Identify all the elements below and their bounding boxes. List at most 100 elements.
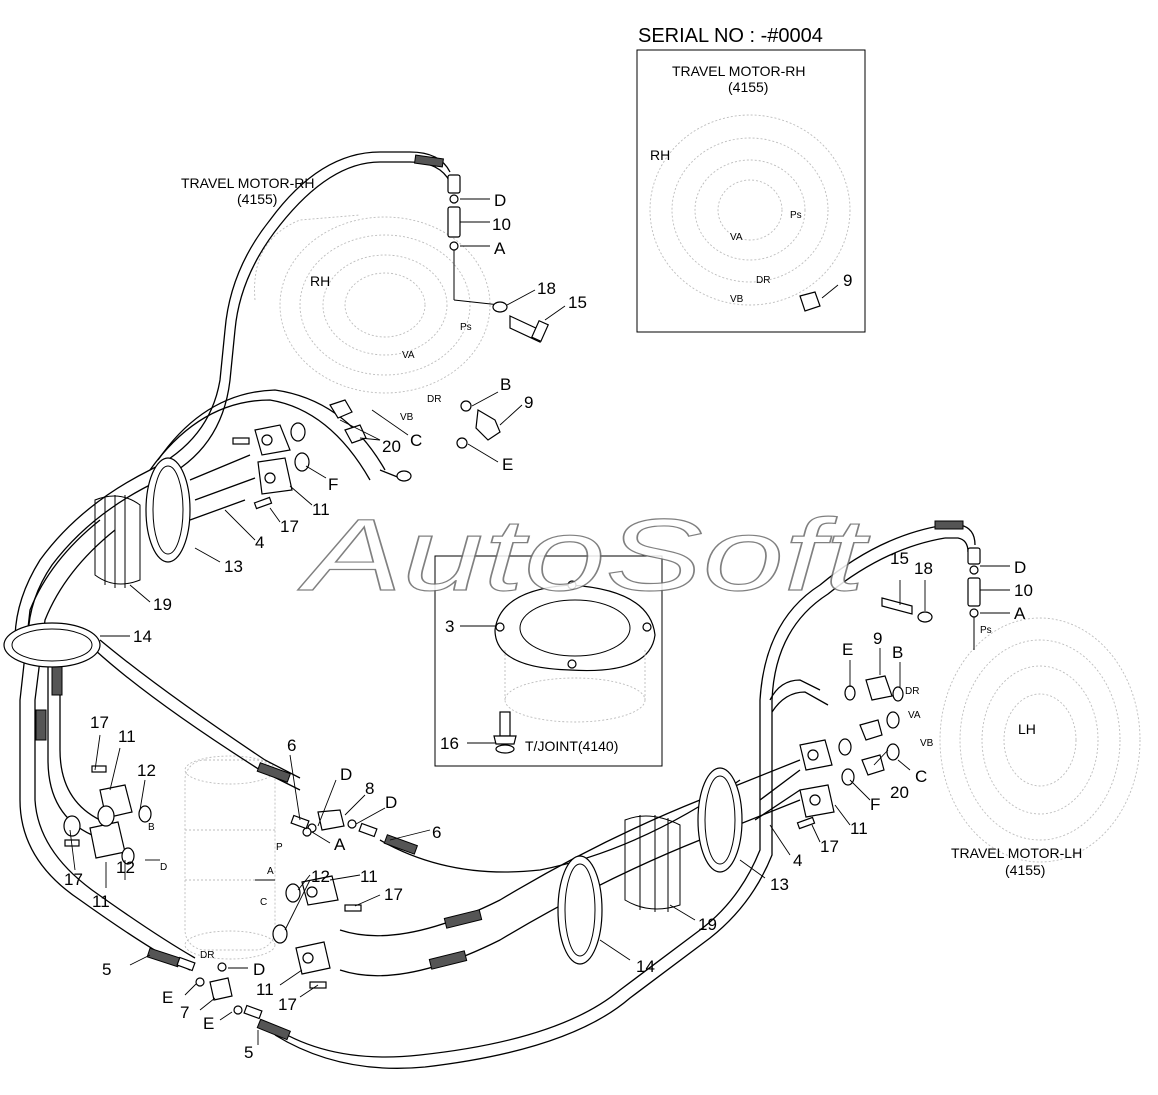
- callout-d: D: [494, 191, 506, 210]
- lh-motor-code: (4155): [1005, 862, 1045, 878]
- callout-17: 17: [280, 517, 299, 536]
- callout-4: 4: [793, 851, 802, 870]
- tjoint-port-b: B: [148, 822, 155, 833]
- callout-b: B: [892, 643, 903, 662]
- callout-11: 11: [850, 819, 868, 838]
- callout-19: 19: [698, 915, 717, 934]
- callout-20: 20: [890, 783, 909, 802]
- callout-18: 18: [914, 559, 933, 578]
- callout-17: 17: [90, 713, 109, 732]
- callout-6: 6: [432, 823, 441, 842]
- callout-3: 3: [445, 617, 454, 636]
- callout-17: 17: [820, 837, 839, 856]
- callout-a: A: [334, 835, 346, 854]
- callout-10: 10: [492, 215, 511, 234]
- callout-e: E: [203, 1014, 214, 1033]
- callout-d: D: [253, 960, 265, 979]
- callout-9: 9: [873, 629, 882, 648]
- tjoint-caption: T/JOINT(4140): [525, 738, 618, 754]
- rh-motor-side-label: RH: [310, 273, 330, 289]
- rh-port-dr: DR: [427, 394, 441, 405]
- leader-lines: [69, 198, 1010, 1045]
- callout-11: 11: [312, 500, 330, 519]
- inset-title: TRAVEL MOTOR-RH: [672, 63, 806, 79]
- callout-20: 20: [382, 437, 401, 456]
- callout-5: 5: [102, 960, 111, 979]
- callout-e: E: [502, 455, 513, 474]
- callout-13: 13: [770, 875, 789, 894]
- callout-a: A: [1014, 604, 1026, 623]
- inset-side-label: RH: [650, 147, 670, 163]
- hose-bundle: [14, 151, 976, 1069]
- serial-number-label: SERIAL NO : -#0004: [638, 25, 823, 47]
- tjoint-port-a: A: [267, 866, 274, 877]
- callout-f: F: [870, 795, 880, 814]
- callout-11: 11: [118, 727, 136, 746]
- rh-port-va: VA: [402, 350, 415, 361]
- watermark: AutoSoft: [296, 498, 870, 612]
- callout-d: D: [385, 793, 397, 812]
- callout-7: 7: [180, 1003, 189, 1022]
- rh-port-vb: VB: [400, 412, 414, 423]
- callout-d: D: [1014, 558, 1026, 577]
- callout-8: 8: [365, 779, 374, 798]
- inset-port-ps: Ps: [790, 210, 802, 221]
- lh-port-vb: VB: [920, 738, 934, 749]
- inset-callout-9: 9: [843, 271, 852, 290]
- turning-joint-outline: [184, 755, 276, 960]
- callout-12: 12: [311, 867, 330, 886]
- callout-11: 11: [360, 867, 378, 886]
- clamp-rings: [3, 457, 743, 965]
- callout-19: 19: [153, 595, 172, 614]
- travel-motor-lh-outline: [939, 617, 1141, 863]
- callout-e: E: [162, 988, 173, 1007]
- tjoint-port-p: P: [276, 842, 283, 853]
- callout-14: 14: [636, 957, 655, 976]
- callout-d: D: [340, 765, 352, 784]
- travel-motor-rh-outline: [254, 214, 491, 394]
- turning-joint-detail: [434, 555, 663, 767]
- callout-6: 6: [287, 736, 296, 755]
- inset-port-vb: VB: [730, 294, 744, 305]
- rh-port-ps: Ps: [460, 322, 472, 333]
- lh-port-va: VA: [908, 710, 921, 721]
- callout-4: 4: [255, 533, 264, 552]
- callout-c: C: [410, 431, 422, 450]
- lh-port-ps: Ps: [980, 625, 992, 636]
- rh-motor-code: (4155): [237, 191, 277, 207]
- callout-f: F: [328, 475, 338, 494]
- lh-motor-title: TRAVEL MOTOR-LH: [951, 845, 1082, 861]
- tjoint-port-dr: DR: [200, 950, 214, 961]
- turning-joint-fittings: [63, 765, 378, 1020]
- inset-code: (4155): [728, 79, 768, 95]
- serial-inset: [636, 49, 866, 333]
- callout-5: 5: [244, 1043, 253, 1062]
- callout-16: 16: [440, 734, 459, 753]
- callout-15: 15: [568, 293, 587, 312]
- tjoint-port-d: D: [160, 862, 167, 873]
- callout-11: 11: [92, 892, 110, 911]
- callout-9: 9: [524, 393, 533, 412]
- rh-motor-title: TRAVEL MOTOR-RH: [181, 175, 315, 191]
- callout-11: 11: [256, 980, 274, 999]
- callout-14: 14: [133, 627, 152, 646]
- callout-10: 10: [1014, 581, 1033, 600]
- callout-17: 17: [64, 870, 83, 889]
- inset-port-va: VA: [730, 232, 743, 243]
- lh-port-dr: DR: [905, 686, 919, 697]
- tjoint-port-c: C: [260, 897, 267, 908]
- callout-a: A: [494, 239, 506, 258]
- bundle-wraps-19: [94, 495, 681, 912]
- rh-motor-fittings: [189, 174, 550, 521]
- callout-e: E: [842, 640, 853, 659]
- callout-18: 18: [537, 279, 556, 298]
- callout-17: 17: [278, 995, 297, 1014]
- lh-motor-side-label: LH: [1018, 721, 1036, 737]
- callout-17: 17: [384, 885, 403, 904]
- lh-motor-fittings: [754, 547, 981, 830]
- inset-port-dr: DR: [756, 275, 770, 286]
- callout-b: B: [500, 375, 511, 394]
- callout-c: C: [915, 767, 927, 786]
- callout-15: 15: [890, 549, 909, 568]
